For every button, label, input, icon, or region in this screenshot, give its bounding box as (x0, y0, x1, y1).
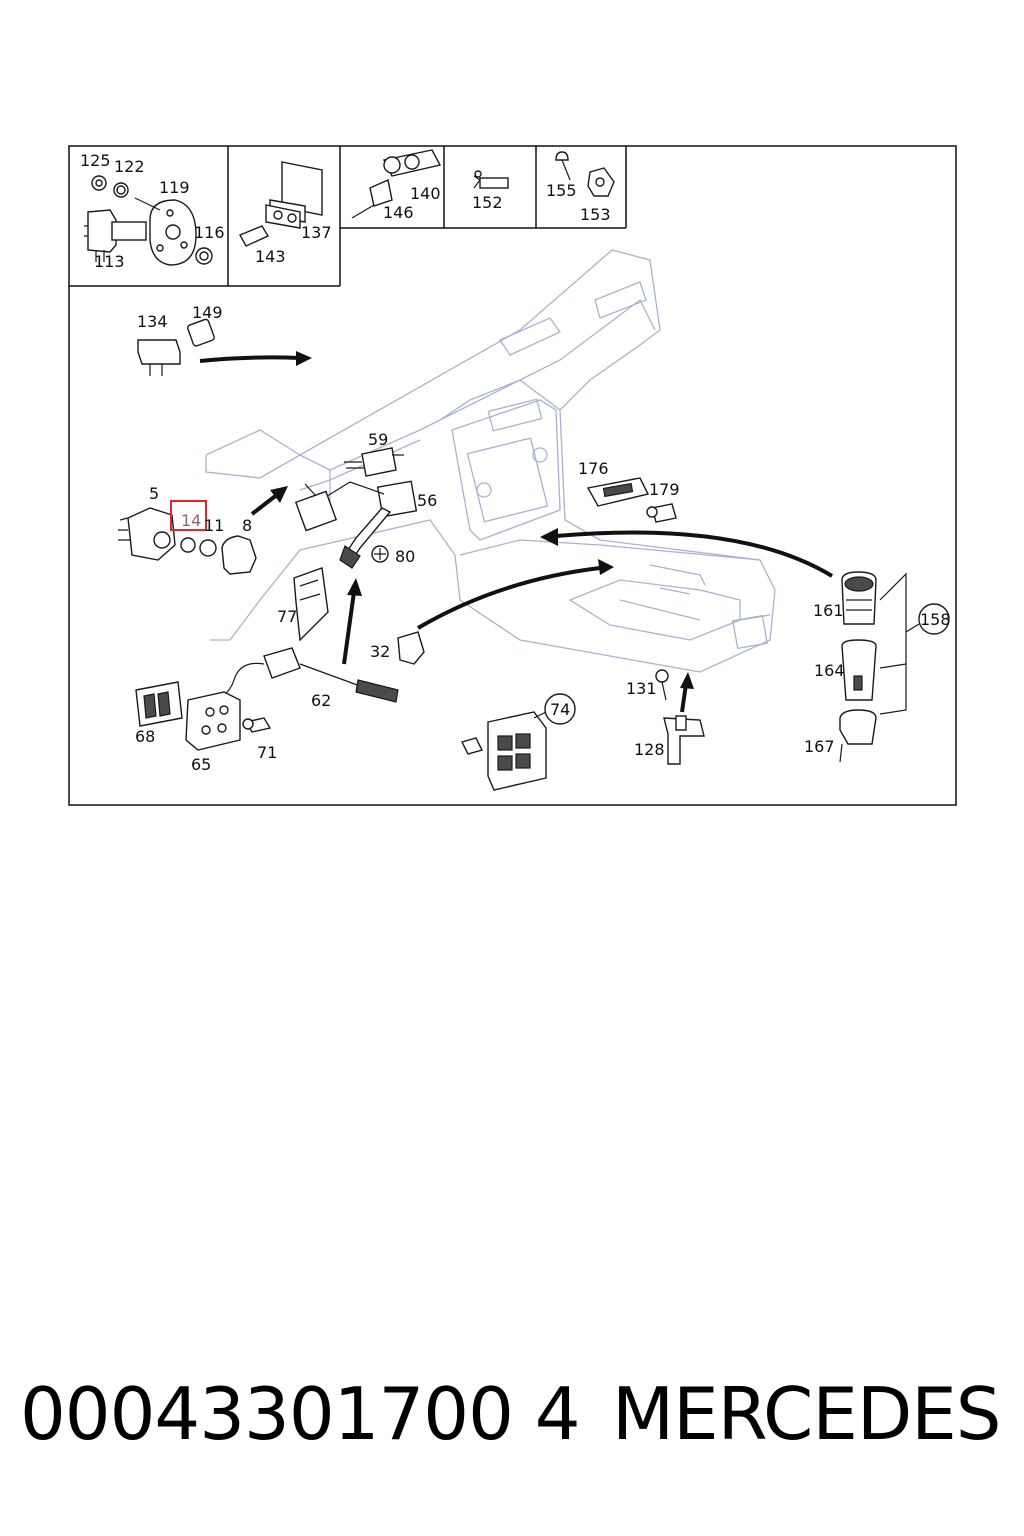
part-131 (655, 669, 669, 701)
label-59: 59 (368, 430, 388, 449)
highlight-box (170, 500, 207, 531)
direction-arrows (199, 351, 834, 713)
footer: 00043301700 4 MERCEDES (0, 1372, 1024, 1472)
label-128: 128 (634, 740, 665, 759)
label-149: 149 (192, 303, 223, 322)
diagram-frame (68, 145, 957, 806)
label-176: 176 (578, 459, 609, 478)
inset-bulb-152 (473, 170, 509, 189)
label-161: 161 (813, 601, 844, 620)
part-59 (344, 447, 404, 477)
label-32: 32 (370, 642, 390, 661)
part-158-lighter (839, 571, 950, 763)
inset-boxes (69, 146, 627, 287)
label-71: 71 (257, 743, 277, 762)
label-137: 137 (301, 223, 332, 242)
label-62: 62 (311, 691, 331, 710)
label-167: 167 (804, 737, 835, 756)
part-number: 00043301700 4 (20, 1372, 581, 1456)
label-146: 146 (383, 203, 414, 222)
part-74 (460, 693, 576, 791)
label-134: 134 (137, 312, 168, 331)
label-5: 5 (149, 484, 159, 503)
part-77 (293, 567, 329, 642)
part-176 (586, 477, 650, 507)
part-179 (646, 503, 677, 523)
part-65 (185, 691, 241, 751)
part-32 (397, 631, 425, 665)
label-113: 113 (94, 252, 125, 271)
label-164: 164 (814, 661, 845, 680)
label-14: 14 (181, 511, 201, 530)
part-56-switch (294, 480, 418, 569)
inset-relay-137 (239, 161, 323, 247)
label-74: 74 (550, 700, 570, 719)
part-71 (242, 717, 272, 733)
brand-name: MERCEDES (612, 1372, 1001, 1456)
label-11: 11 (204, 516, 224, 535)
part-labels: 125 122 119 116 113 137 143 140 146 152 … (80, 151, 951, 774)
inset-screw-155 (555, 151, 615, 197)
label-179: 179 (649, 480, 680, 499)
label-143: 143 (255, 247, 286, 266)
label-125: 125 (80, 151, 111, 170)
label-80: 80 (395, 547, 415, 566)
inset-switch-113 (84, 175, 213, 266)
label-140: 140 (410, 184, 441, 203)
label-155: 155 (546, 181, 577, 200)
label-65: 65 (191, 755, 211, 774)
part-5-ignition (118, 507, 257, 575)
label-8: 8 (242, 516, 252, 535)
label-119: 119 (159, 178, 190, 197)
part-128 (663, 715, 705, 765)
part-134 (137, 318, 215, 376)
dashboard-outline (205, 249, 776, 673)
label-56: 56 (417, 491, 437, 510)
label-131: 131 (626, 679, 657, 698)
part-68 (135, 681, 183, 727)
label-122: 122 (114, 157, 145, 176)
label-116: 116 (194, 223, 225, 242)
part-80 (371, 545, 389, 563)
label-152: 152 (472, 193, 503, 212)
label-153: 153 (580, 205, 611, 224)
part-62 (195, 647, 399, 711)
label-77: 77 (277, 607, 297, 626)
inset-switch-140 (351, 149, 442, 219)
label-158: 158 (920, 610, 951, 629)
label-68: 68 (135, 727, 155, 746)
